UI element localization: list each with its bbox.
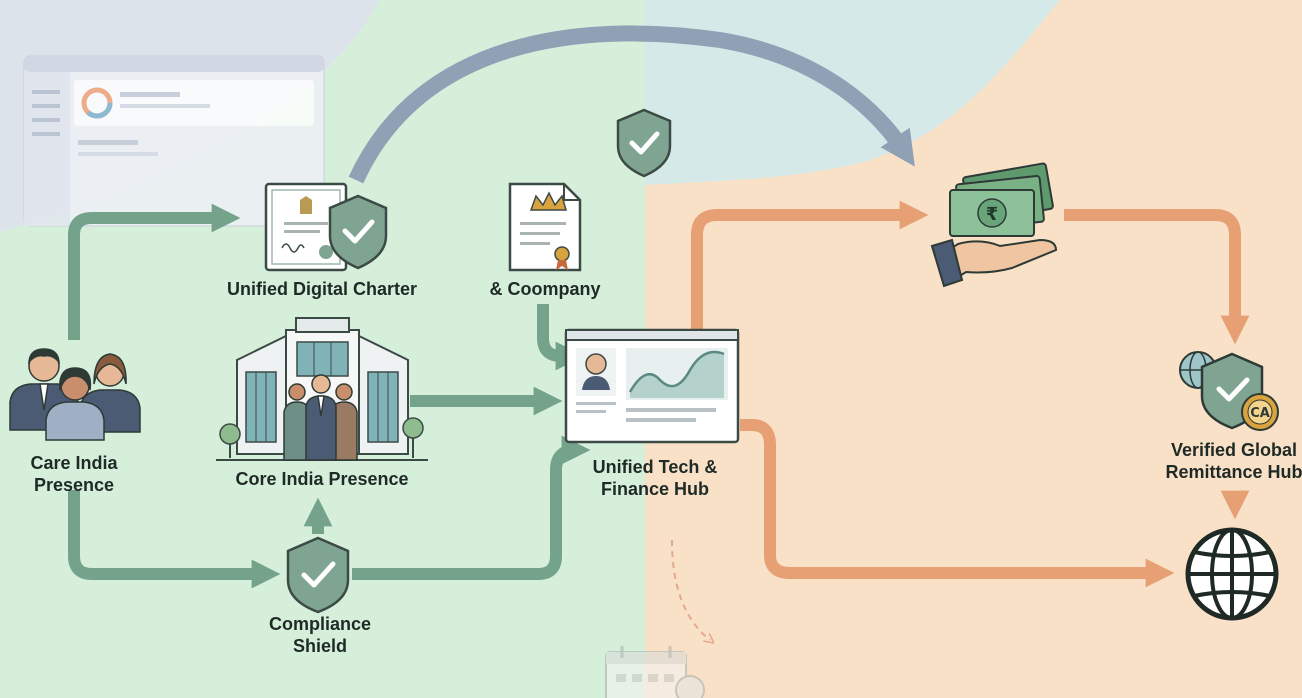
dashed-arrow	[671, 539, 710, 640]
verified-hub-icon: CA	[1179, 351, 1279, 431]
orange-arrows	[691, 200, 1250, 588]
people-label: Care India Presence	[30, 453, 118, 495]
green-arrows	[68, 203, 591, 589]
certificate-icon	[264, 182, 348, 272]
core-presence-label: Core India Presence	[235, 469, 409, 489]
verified-hub-label: Verified Global Remittance Hub	[1165, 440, 1302, 482]
arrow-people-to-shield	[68, 490, 281, 589]
arrow-charter-to-money	[348, 25, 915, 184]
arrow-shield-to-hub	[352, 435, 591, 580]
compliance-shield-icon	[286, 536, 350, 614]
currency-symbol: ₹	[986, 204, 999, 225]
calendar-icon	[605, 646, 705, 698]
arrow-company-to-hub	[537, 304, 585, 371]
crown-icon	[529, 191, 567, 211]
arrow-money-to-verified	[1064, 209, 1250, 345]
arrow-hub-to-money	[691, 200, 929, 330]
arrow-hub-to-globe	[740, 419, 1175, 588]
people-group-icon	[9, 348, 141, 441]
top-shield-icon	[616, 108, 672, 178]
arrow-people-to-charter	[68, 203, 241, 340]
money-hand-icon: ₹	[930, 162, 1058, 288]
dashboard-window	[23, 55, 325, 227]
charter-shield-icon	[328, 194, 388, 270]
company-label: & Coompany	[489, 279, 601, 299]
globe-icon	[1185, 527, 1279, 621]
ca-seal-icon: CA	[1241, 393, 1279, 431]
seal-text: CA	[1250, 406, 1270, 421]
business-team-icon	[283, 374, 358, 461]
hub-label: Unified Tech & Finance Hub	[592, 457, 718, 499]
finance-hub-window-icon	[564, 328, 740, 444]
charter-label: Unified Digital Charter	[226, 279, 418, 299]
company-document-icon	[508, 182, 582, 272]
compliance-shield-label: Compliance Shield	[268, 614, 372, 656]
